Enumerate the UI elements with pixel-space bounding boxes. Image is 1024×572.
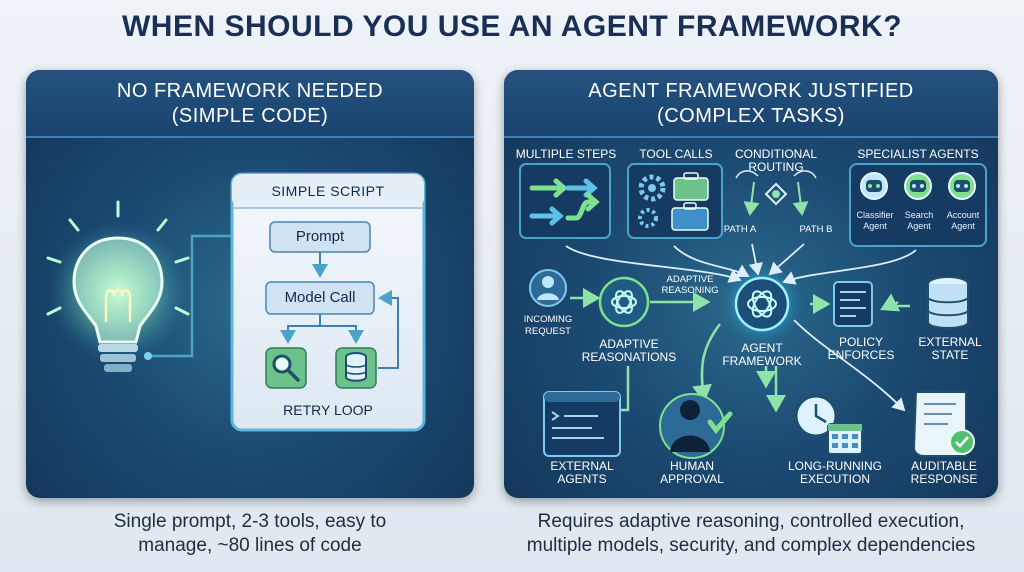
human-approval-icon bbox=[659, 393, 733, 459]
search-agent-line1: Search bbox=[904, 210, 934, 220]
path-b-label: PATH B bbox=[799, 224, 833, 235]
external-state-line1: EXTERNAL bbox=[918, 335, 982, 349]
right-panel-title-line2: (COMPLEX TASKS) bbox=[657, 105, 845, 127]
tool-calls-label: TOOL CALLS bbox=[639, 147, 713, 161]
left-caption: Single prompt, 2-3 tools, easy to manage… bbox=[26, 510, 474, 558]
lightbulb-icon bbox=[46, 200, 190, 372]
incoming-request-line1: INCOMING bbox=[523, 314, 573, 325]
human-approval-line2: APPROVAL bbox=[660, 472, 724, 486]
multiple-steps-label: MULTIPLE STEPS bbox=[515, 147, 617, 161]
adaptive-reasoning-line2: REASONING bbox=[661, 285, 719, 296]
right-caption-line2: multiple models, security, and complex d… bbox=[526, 535, 976, 556]
right-caption-line1: Requires adaptive reasoning, controlled … bbox=[537, 511, 965, 532]
long-running-line1: LONG-RUNNING bbox=[787, 459, 882, 473]
right-panel: AGENT FRAMEWORK JUSTIFIED (COMPLEX TASKS… bbox=[504, 70, 998, 498]
auditable-response-line1: AUDITABLE bbox=[911, 459, 977, 473]
external-state-line2: STATE bbox=[931, 348, 969, 362]
right-panel-title-line1: AGENT FRAMEWORK JUSTIFIED bbox=[588, 80, 914, 102]
external-agents-terminal-icon bbox=[543, 391, 621, 457]
search-agent-icon bbox=[904, 172, 932, 200]
left-panel-header: NO FRAMEWORK NEEDED (SIMPLE CODE) bbox=[26, 70, 474, 138]
right-panel-graphics bbox=[519, 163, 987, 459]
left-caption-line1: Single prompt, 2-3 tools, easy to bbox=[113, 511, 387, 532]
left-panel-title-line1: NO FRAMEWORK NEEDED bbox=[116, 80, 384, 102]
search-agent-line2: Agent bbox=[907, 221, 931, 231]
external-agents-line2: AGENTS bbox=[557, 472, 607, 486]
left-caption-line2: manage, ~80 lines of code bbox=[138, 535, 362, 556]
database-icon bbox=[335, 347, 377, 389]
adaptive-reasoning-line1: ADAPTIVE bbox=[666, 274, 714, 285]
external-agents-line1: EXTERNAL bbox=[550, 459, 614, 473]
tool-calls-icon bbox=[627, 163, 723, 239]
agent-framework-line2: FRAMEWORK bbox=[722, 354, 802, 368]
account-agent-line2: Agent bbox=[951, 221, 975, 231]
left-panel-graphics bbox=[46, 172, 426, 432]
model-call-label: Model Call bbox=[284, 289, 356, 306]
retry-loop-label: RETRY LOOP bbox=[283, 402, 373, 418]
specialist-agents-box bbox=[849, 163, 987, 247]
page-title: WHEN SHOULD YOU USE AN AGENT FRAMEWORK? bbox=[121, 10, 903, 43]
adaptive-reasonations-icon bbox=[598, 276, 650, 328]
search-tool-icon bbox=[265, 347, 307, 389]
agent-framework-core-icon bbox=[716, 258, 808, 350]
auditable-response-line2: RESPONSE bbox=[910, 472, 978, 486]
adaptive-reasonations-line2: REASONATIONS bbox=[581, 350, 677, 364]
long-running-line2: EXECUTION bbox=[799, 472, 870, 486]
adaptive-reasonations-line1: ADAPTIVE bbox=[599, 337, 659, 351]
classifier-agent-line1: Classifier bbox=[856, 210, 894, 220]
classifier-agent-line2: Agent bbox=[863, 221, 887, 231]
classifier-agent-icon bbox=[860, 172, 888, 200]
right-panel-header: AGENT FRAMEWORK JUSTIFIED (COMPLEX TASKS… bbox=[504, 70, 998, 138]
conditional-label-line2: ROUTING bbox=[748, 160, 804, 174]
left-panel-title-line2: (SIMPLE CODE) bbox=[171, 105, 329, 127]
specialist-agents-label: SPECIALIST AGENTS bbox=[857, 147, 979, 161]
conditional-routing-icon bbox=[735, 170, 817, 216]
prompt-label: Prompt bbox=[295, 228, 345, 245]
path-a-label: PATH A bbox=[723, 224, 757, 235]
policy-enforces-line2: ENFORCES bbox=[827, 348, 895, 362]
auditable-response-icon bbox=[912, 391, 975, 457]
incoming-request-icon bbox=[529, 269, 567, 307]
account-agent-line1: Account bbox=[946, 210, 980, 220]
human-approval-line1: HUMAN bbox=[670, 459, 714, 473]
simple-script-title: SIMPLE SCRIPT bbox=[271, 183, 385, 199]
right-caption: Requires adaptive reasoning, controlled … bbox=[504, 510, 998, 558]
clock-calendar-icon bbox=[794, 394, 863, 455]
conditional-label-line1: CONDITIONAL bbox=[734, 147, 817, 161]
multiple-steps-icon bbox=[519, 163, 611, 239]
external-state-database-icon bbox=[927, 276, 969, 329]
policy-enforces-line1: POLICY bbox=[838, 335, 883, 349]
left-panel: NO FRAMEWORK NEEDED (SIMPLE CODE) bbox=[26, 70, 474, 498]
account-agent-icon bbox=[948, 172, 976, 200]
policy-document-icon bbox=[833, 281, 873, 327]
incoming-request-line2: REQUEST bbox=[525, 326, 571, 337]
agent-framework-line1: AGENT bbox=[741, 341, 783, 355]
